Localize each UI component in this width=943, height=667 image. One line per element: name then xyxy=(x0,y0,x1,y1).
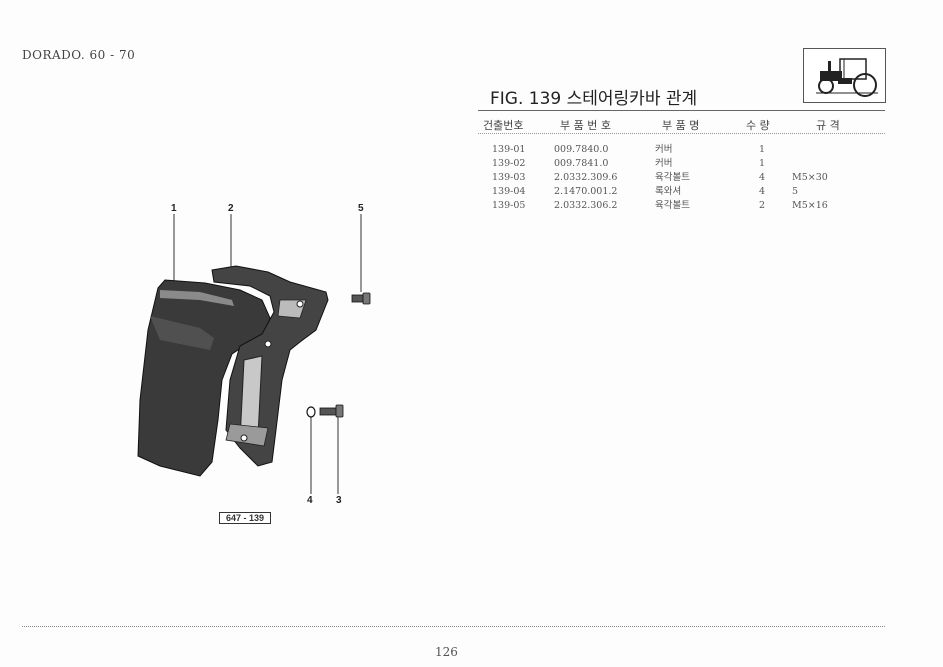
cell-spec: 5 xyxy=(792,186,799,197)
cell-ref: 139-05 xyxy=(492,200,526,211)
cell-name: 육각볼트 xyxy=(655,200,690,211)
cell-ref: 139-01 xyxy=(492,144,526,155)
cell-qty: 4 xyxy=(759,172,766,183)
cell-part-no: 009.7840.0 xyxy=(554,144,609,155)
callout-3: 3 xyxy=(336,495,342,506)
cell-qty: 2 xyxy=(759,200,766,211)
cell-name: 커버 xyxy=(655,144,673,155)
cell-part-no: 2.1470.001.2 xyxy=(554,186,618,197)
callout-2: 2 xyxy=(228,203,234,214)
cell-ref: 139-04 xyxy=(492,186,526,197)
cell-name: 커버 xyxy=(655,158,673,169)
cell-part-no: 009.7841.0 xyxy=(554,158,609,169)
figure-title: FIG. 139 스테어링카바 관계 xyxy=(490,89,698,109)
steering-cover-lower xyxy=(137,279,271,477)
col-header-qty: 수 량 xyxy=(746,119,770,132)
parts-table-body: 139-01 009.7840.0 커버 1 139-02 009.7841.0… xyxy=(480,143,880,213)
figure-code-label: 647 - 139 xyxy=(219,512,272,524)
cell-qty: 1 xyxy=(759,144,766,155)
steering-cover-upper xyxy=(211,265,329,467)
cell-spec: M5×30 xyxy=(792,172,828,183)
model-label: DORADO. 60 - 70 xyxy=(22,48,136,62)
table-top-rule xyxy=(478,110,885,111)
cell-qty: 1 xyxy=(759,158,766,169)
cell-part-no: 2.0332.309.6 xyxy=(554,172,618,183)
table-row: 139-02 009.7841.0 커버 1 xyxy=(480,157,880,171)
col-header-part-no: 부 품 번 호 xyxy=(560,119,611,132)
table-row: 139-01 009.7840.0 커버 1 xyxy=(480,143,880,157)
cell-qty: 4 xyxy=(759,186,766,197)
cell-part-no: 2.0332.306.2 xyxy=(554,200,618,211)
cell-spec: M5×16 xyxy=(792,200,828,211)
col-header-spec: 규 격 xyxy=(816,119,840,132)
tractor-icon xyxy=(816,58,878,97)
table-row: 139-05 2.0332.306.2 육각볼트 2 M5×16 xyxy=(480,199,880,213)
table-row: 139-04 2.1470.001.2 록와셔 4 5 xyxy=(480,185,880,199)
cell-ref: 139-03 xyxy=(492,172,526,183)
cell-name: 록와셔 xyxy=(655,186,682,197)
callout-1: 1 xyxy=(171,203,177,214)
footer-rule xyxy=(22,626,885,627)
col-header-name: 부 품 명 xyxy=(662,119,700,132)
cell-ref: 139-02 xyxy=(492,158,526,169)
cell-name: 육각볼트 xyxy=(655,172,690,183)
lock-washer xyxy=(306,406,316,418)
tractor-logo xyxy=(803,48,886,103)
bolt-m5x30 xyxy=(319,404,344,418)
table-header-rule xyxy=(478,133,885,134)
bolt-m5x16 xyxy=(351,292,371,305)
callout-5: 5 xyxy=(358,203,364,214)
col-header-ref: 건출번호 xyxy=(483,119,524,132)
page-number: 126 xyxy=(435,645,458,659)
callout-4: 4 xyxy=(307,495,313,506)
table-row: 139-03 2.0332.309.6 육각볼트 4 M5×30 xyxy=(480,171,880,185)
